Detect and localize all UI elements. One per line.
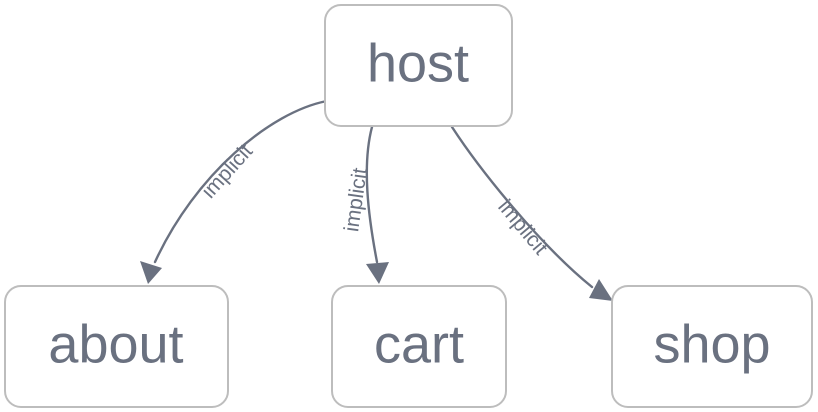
edge-host-shop-path (450, 125, 594, 289)
edge-host-cart[interactable]: implicit (340, 125, 389, 284)
node-cart[interactable]: cart (331, 285, 507, 408)
edge-label-host-cart: implicit (340, 166, 372, 233)
node-shop-label: shop (653, 314, 770, 374)
edge-label-host-shop: implicit (493, 195, 552, 259)
edge-host-about[interactable]: implicit (140, 99, 329, 284)
node-about-box (4, 285, 229, 408)
node-cart-box (331, 285, 507, 408)
edge-host-shop[interactable]: implicit (450, 125, 613, 301)
node-host-label: host (367, 33, 469, 93)
node-host-box (324, 4, 513, 127)
node-about[interactable]: about (4, 285, 229, 408)
node-shop[interactable]: shop (611, 285, 813, 408)
node-cart-label: cart (374, 314, 464, 374)
edge-host-cart-path (365, 125, 379, 264)
edge-host-about-path (153, 99, 329, 264)
node-shop-box (611, 285, 813, 408)
edge-label-host-about: implicit (197, 140, 257, 203)
edge-host-cart-arrowhead (366, 262, 389, 284)
node-host[interactable]: host (324, 4, 513, 127)
edge-host-shop-arrowhead (589, 279, 613, 301)
node-about-label: about (48, 314, 183, 374)
edge-host-about-arrowhead (140, 261, 162, 284)
